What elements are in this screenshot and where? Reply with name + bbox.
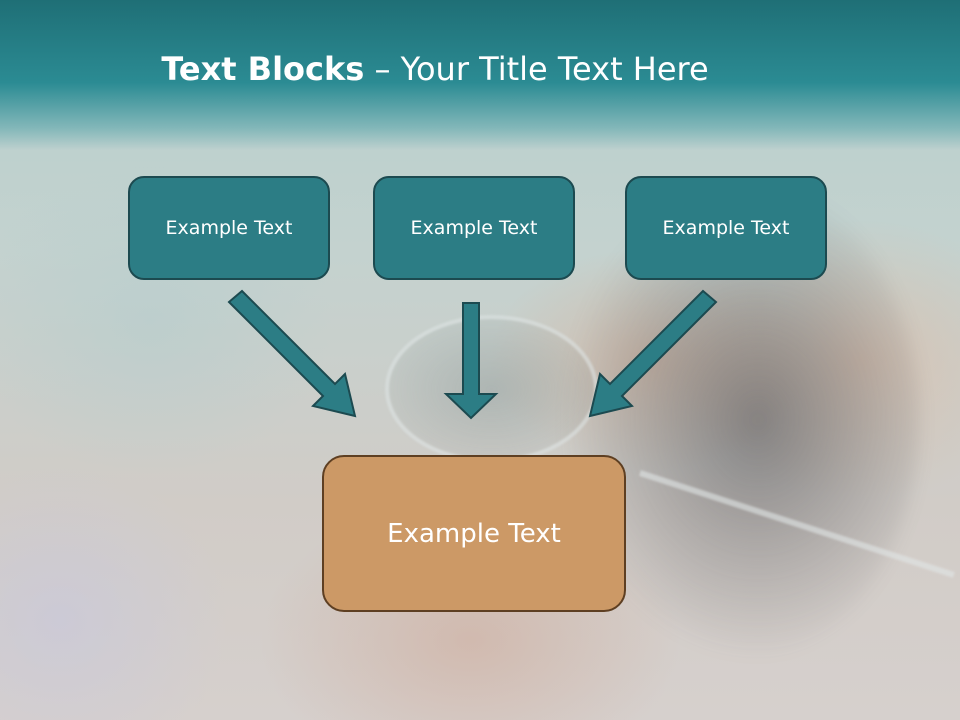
text-block-center[interactable]: Example Text bbox=[373, 176, 575, 280]
text-block-left[interactable]: Example Text bbox=[128, 176, 330, 280]
arrow-down bbox=[443, 302, 499, 420]
text-block-center-label: Example Text bbox=[410, 217, 538, 239]
text-block-left-label: Example Text bbox=[165, 217, 293, 239]
title-rest: Your Title Text Here bbox=[400, 50, 709, 88]
target-text-block-label: Example Text bbox=[387, 518, 561, 549]
slide-title: Text Blocks – Your Title Text Here bbox=[0, 50, 960, 88]
arrow-left-down-right bbox=[227, 289, 357, 418]
title-dash: – bbox=[364, 50, 401, 88]
target-text-block[interactable]: Example Text bbox=[322, 455, 626, 612]
title-banner bbox=[0, 0, 960, 150]
text-block-right-label: Example Text bbox=[662, 217, 790, 239]
text-block-right[interactable]: Example Text bbox=[625, 176, 827, 280]
title-bold-part: Text Blocks bbox=[161, 50, 365, 88]
arrow-right-down-left bbox=[588, 289, 718, 418]
